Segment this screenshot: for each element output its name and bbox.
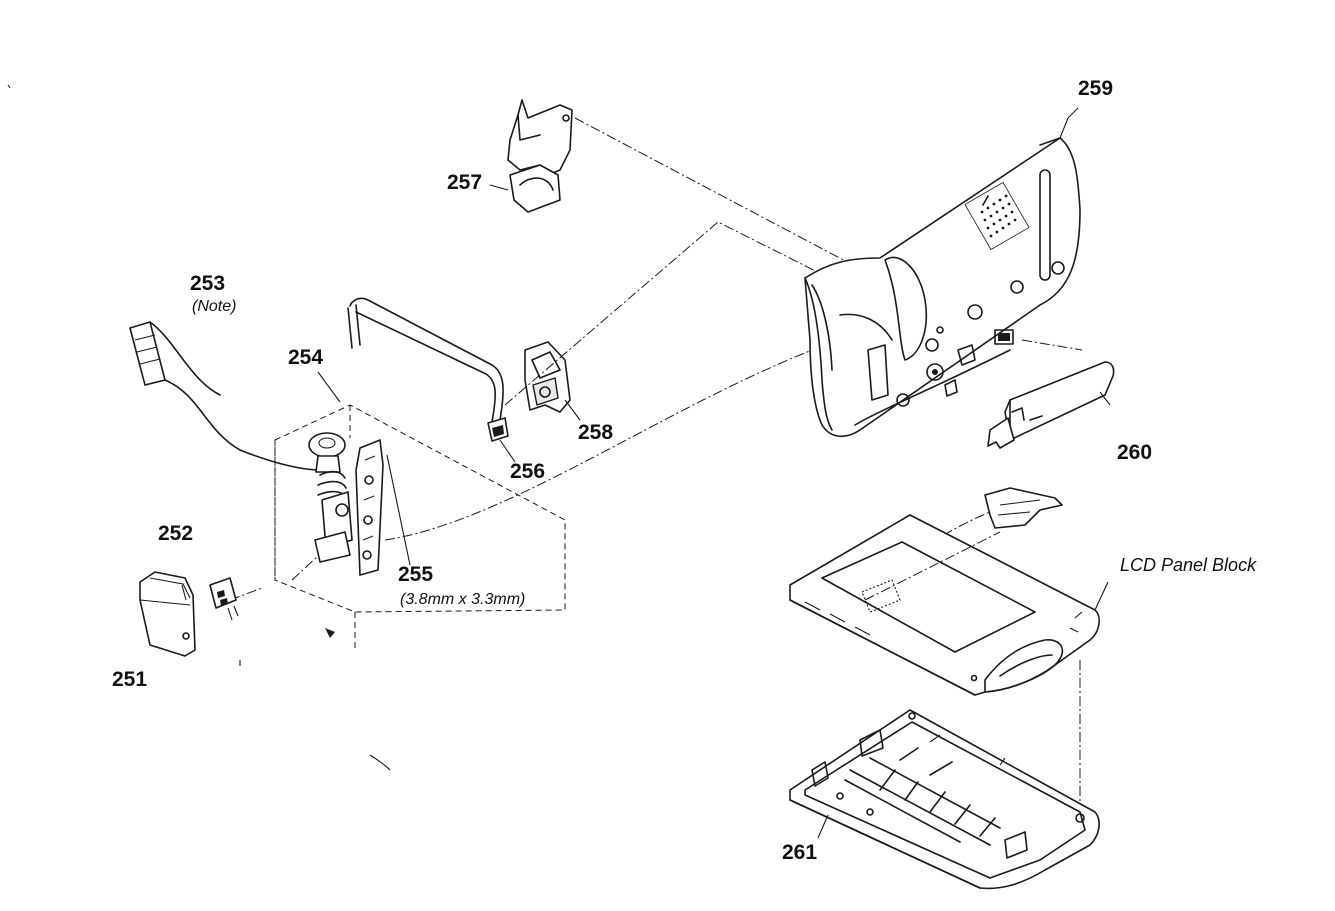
projection-line-260 <box>1021 339 1083 351</box>
part-label-261: 261 <box>782 841 818 864</box>
hinge-assembly-outline <box>274 404 566 648</box>
part-label-256: 256 <box>510 460 546 483</box>
lcd-panel-block <box>789 514 1109 696</box>
speaker-grille <box>964 181 1030 251</box>
stray-mark <box>369 754 391 771</box>
lcd-flex-tail <box>984 487 1063 529</box>
part-257-bracket <box>489 99 573 213</box>
note-label-253: (Note) <box>192 298 237 315</box>
part-label-257: 257 <box>447 171 483 194</box>
part-label-255: 255 <box>398 563 434 586</box>
part-259-cabinet <box>804 107 1081 438</box>
part-label-251: 251 <box>112 668 148 691</box>
projection-line-flex <box>504 221 894 406</box>
part-251-hinge-cover <box>139 571 241 666</box>
part-label-252: 252 <box>158 522 194 545</box>
part-252-connector <box>209 577 239 621</box>
projection-line-257 <box>574 117 886 283</box>
part-261-back-cover <box>789 709 1100 890</box>
part-258-hinge-cover <box>524 341 581 421</box>
projection-line-hinge <box>384 329 871 541</box>
leader-254 <box>317 371 341 403</box>
leader-252-hinge <box>229 555 319 601</box>
size-label-255: (3.8mm x 3.3mm) <box>400 591 526 608</box>
flex-cable-253 <box>129 321 321 471</box>
hinge-part-254 <box>308 432 353 563</box>
part-label-260: 260 <box>1117 441 1153 464</box>
hinge-bracket-255 <box>355 439 384 576</box>
part-260-panel <box>987 361 1115 449</box>
part-label-258: 258 <box>578 421 614 444</box>
flex-ribbon-256 <box>347 297 516 463</box>
lcd-panel-block-label: LCD Panel Block <box>1120 555 1257 575</box>
part-label-254: 254 <box>288 346 324 369</box>
part-label-259: 259 <box>1078 77 1114 100</box>
stray-mark <box>7 84 11 89</box>
part-label-253: 253 <box>190 272 226 295</box>
stray-mark <box>325 628 335 638</box>
leader-255 <box>386 454 411 566</box>
